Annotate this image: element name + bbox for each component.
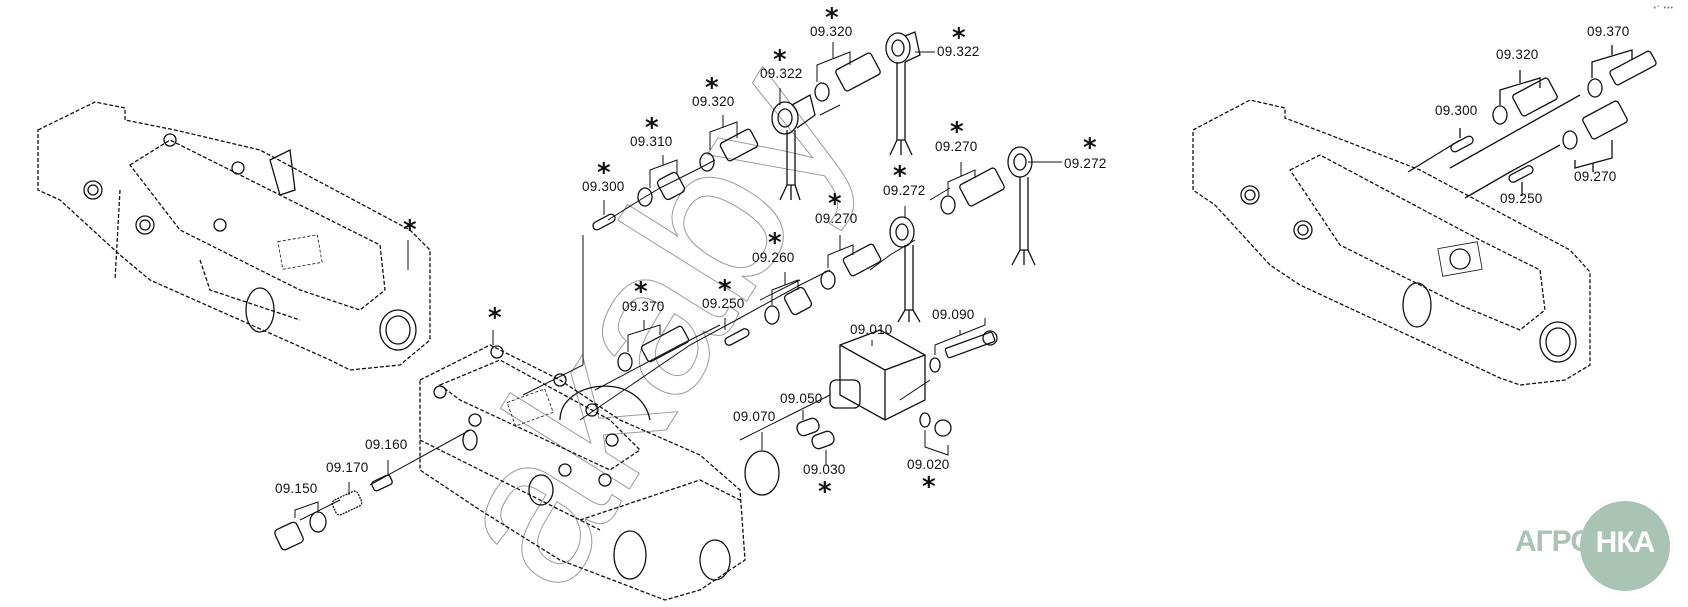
asterisk-09-310: *	[645, 113, 659, 143]
part-label-09-272-right[interactable]: 09.272	[1064, 156, 1107, 171]
part-label-09-150[interactable]: 09.150	[275, 481, 318, 496]
part-label-09-250[interactable]: 09.250	[702, 296, 745, 311]
right-part-label-09-250[interactable]: 09.250	[1500, 191, 1543, 206]
asterisk-09-030: *	[818, 477, 832, 507]
asterisk-09-320: *	[825, 3, 839, 33]
left-housing	[37, 101, 431, 371]
asterisk-center-housing: *	[488, 303, 502, 333]
right-housing-details	[1240, 185, 1577, 363]
right-part-label-09-300[interactable]: 09.300	[1435, 103, 1478, 118]
asterisk-09-260: *	[768, 228, 782, 258]
asterisk-left-housing: *	[403, 215, 417, 245]
asterisk-09-270-mid: *	[828, 189, 842, 219]
center-parts	[274, 31, 1036, 551]
part-label-09-320[interactable]: 09.320	[810, 24, 853, 39]
part-label-09-160[interactable]: 09.160	[365, 437, 408, 452]
logo-text: АГРО	[1515, 525, 1594, 558]
part-label-09-322-mid[interactable]: 09.322	[760, 66, 803, 81]
asterisk-09-322-mid: *	[773, 45, 787, 75]
center-housing	[419, 344, 746, 601]
asterisk-09-320-mid: *	[705, 73, 719, 103]
part-label-09-030[interactable]: 09.030	[803, 462, 846, 477]
part-label-09-070[interactable]: 09.070	[733, 409, 776, 424]
asterisk-09-370: *	[634, 277, 648, 307]
part-label-09-270-upper[interactable]: 09.270	[935, 139, 978, 154]
part-label-09-020[interactable]: 09.020	[907, 457, 950, 472]
right-housing	[1192, 99, 1591, 386]
agronka-logo: НКА АГРО	[1515, 498, 1675, 598]
right-part-label-09-320[interactable]: 09.320	[1496, 47, 1539, 62]
part-label-09-310[interactable]: 09.310	[630, 134, 673, 149]
asterisk-09-300: *	[597, 158, 611, 188]
right-part-label-09-270[interactable]: 09.270	[1574, 169, 1617, 184]
part-label-09-272-left[interactable]: 09.272	[883, 183, 926, 198]
part-label-09-320-mid[interactable]: 09.320	[692, 94, 735, 109]
right-part-label-09-370[interactable]: 09.370	[1587, 24, 1630, 39]
part-label-09-050[interactable]: 09.050	[780, 391, 823, 406]
asterisk-09-020: *	[922, 472, 936, 502]
logo-circle: НКА	[1577, 498, 1673, 594]
label-brackets	[294, 42, 1062, 518]
corner-marks: •° •••	[1653, 5, 1674, 12]
asterisk-09-250: *	[718, 275, 732, 305]
part-label-09-260[interactable]: 09.260	[752, 250, 795, 265]
left-housing-details	[83, 133, 417, 351]
part-label-09-090[interactable]: 09.090	[932, 307, 975, 322]
asterisk-09-272-left: *	[893, 161, 907, 191]
right-parts	[1407, 45, 1657, 199]
logo-circle-text: НКА	[1595, 526, 1656, 559]
asterisk-09-270-upper: *	[950, 117, 964, 147]
part-label-09-270-mid[interactable]: 09.270	[815, 211, 858, 226]
asterisk-09-322-right: *	[952, 23, 966, 53]
part-label-09-370[interactable]: 09.370	[622, 299, 665, 314]
part-label-09-170[interactable]: 09.170	[326, 460, 369, 475]
part-label-09-300[interactable]: 09.300	[582, 179, 625, 194]
part-label-09-010[interactable]: 09.010	[850, 322, 893, 337]
asterisk-09-272-right: *	[1083, 133, 1097, 163]
center-housing-details	[433, 345, 731, 581]
part-label-09-322-right[interactable]: 09.322	[937, 44, 980, 59]
